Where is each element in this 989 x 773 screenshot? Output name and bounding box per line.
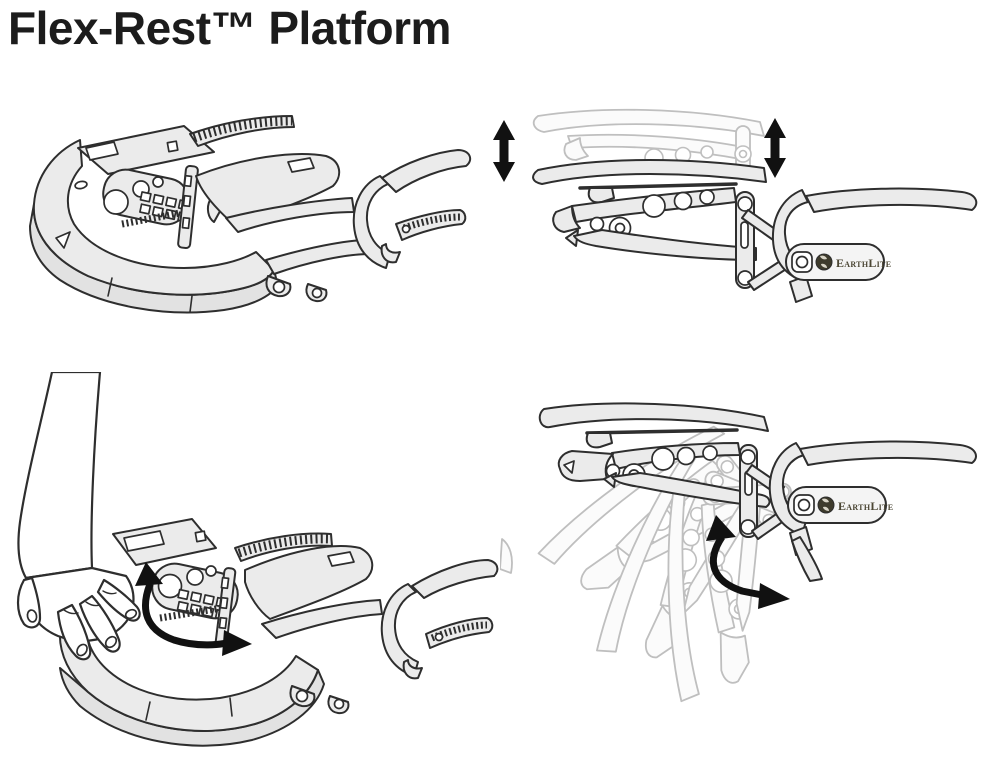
- earthlite-logo: EarthLite: [785, 243, 891, 281]
- mounting-plate: [77, 125, 215, 175]
- figure-tilt-range: EarthLite: [500, 381, 989, 773]
- earthlite-logo: EarthLite: [787, 486, 893, 524]
- flex-arrow-icon: [135, 562, 252, 656]
- adjustment-arm: [195, 149, 472, 303]
- mounting-plate: [112, 518, 217, 566]
- up-down-arrow-icon-right: [764, 118, 786, 178]
- up-down-arrow-icon-left: [493, 120, 515, 182]
- tilt-range-drawing: EarthLite: [500, 402, 977, 703]
- page-title: Flex-Rest™ Platform: [8, 2, 451, 54]
- ratchet-mechanism: [151, 562, 239, 647]
- figure-platform-perspective: [16, 100, 486, 318]
- hand-flexing-drawing: [16, 372, 499, 747]
- height-adjustment-drawing: EarthLite: [493, 108, 978, 303]
- adjustment-arm: [244, 545, 499, 715]
- platform-perspective-drawing: [29, 115, 472, 314]
- face-cradle-crescent: [58, 583, 325, 747]
- tilt-arrow-icon: [706, 515, 790, 609]
- earthlite-label: EarthLite: [838, 499, 893, 513]
- globe-icon: [815, 253, 833, 271]
- platform-side-view: EarthLite: [538, 402, 977, 582]
- ratchet-mechanism: [102, 164, 225, 250]
- hand: [16, 372, 141, 661]
- ghost-raised-position: [532, 108, 765, 175]
- figure-height-adjustment: EarthLite: [484, 100, 984, 320]
- platform-side-view: EarthLite: [532, 159, 978, 303]
- figure-hand-flexing: [0, 372, 500, 772]
- earthlite-label: EarthLite: [836, 256, 891, 270]
- globe-icon: [817, 496, 835, 514]
- ratchet-strap: [189, 115, 295, 147]
